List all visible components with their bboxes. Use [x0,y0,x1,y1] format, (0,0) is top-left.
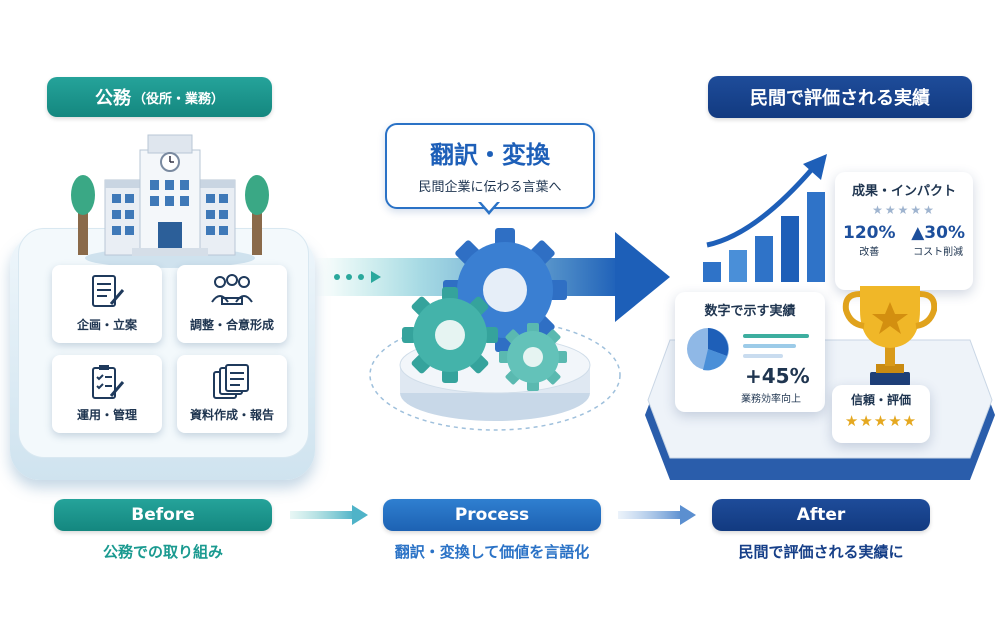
impact-value-improvement: 120% [843,223,896,243]
pie-chart-icon [685,326,731,372]
numbers-bar-lines [743,334,809,358]
before-header-sub: （役所・業務） [133,88,224,107]
document-pen-icon [87,274,127,310]
growth-chart-icon [695,150,835,290]
after-label: After [797,505,846,525]
before-caption: 公務での取り組み [44,541,282,562]
stacked-documents-icon [210,364,254,400]
task-card-reporting: 資料作成・報告 [177,355,287,433]
before-label: Before [131,505,194,525]
trust-stars: ★★★★★ [838,412,924,430]
process-caption: 翻訳・変換して価値を言語化 [365,541,619,562]
task-card-operations: 運用・管理 [52,355,162,433]
task-card-label: 運用・管理 [77,406,137,423]
impact-value-cost: ▲30% [911,223,965,243]
before-header-main: 公務 [95,84,131,110]
government-building-icon [70,130,270,270]
task-card-label: 資料作成・報告 [190,406,274,423]
process-label: Process [455,505,529,525]
before-header-pill: 公務 （役所・業務） [47,77,272,117]
step-arrow-1 [290,505,370,525]
numbers-title: 数字で示す実績 [683,300,817,319]
after-header-pill: 民間で評価される実績 [708,76,972,118]
impact-panel: 成果・インパクト ★★★★★ 120% 改善 ▲30% コスト削減 [835,172,973,290]
trophy-icon [842,280,937,390]
task-card-planning: 企画・立案 [52,265,162,343]
numbers-panel: 数字で示す実績 +45% 業務効率向上 [675,292,825,412]
before-label-pill: Before [54,499,272,531]
numbers-value: +45% [745,364,810,388]
after-header-text: 民間で評価される実績 [750,84,930,110]
bubble-subtitle: 民間企業に伝わる言葉へ [387,176,593,195]
clipboard-checklist-icon [87,364,127,400]
bubble-title: 翻訳・変換 [387,135,593,170]
step-arrow-2 [618,505,698,525]
gears-icon [355,215,635,465]
task-card-label: 調整・合意形成 [190,316,274,333]
numbers-label: 業務効率向上 [741,390,801,405]
impact-label-improvement: 改善 [843,243,896,258]
meeting-people-icon [208,274,256,310]
after-label-pill: After [712,499,930,531]
impact-stars: ★★★★★ [843,203,965,217]
impact-label-cost: コスト削減 [911,243,965,258]
impact-title: 成果・インパクト [843,180,965,199]
after-caption: 民間で評価される実績に [700,541,942,562]
before-section: 公務 （役所・業務） [0,0,330,490]
translation-bubble: 翻訳・変換 民間企業に伝わる言葉へ [385,123,595,209]
bubble-tail [478,202,500,216]
process-label-pill: Process [383,499,601,531]
task-card-coordination: 調整・合意形成 [177,265,287,343]
trust-title: 信頼・評価 [838,391,924,408]
task-card-label: 企画・立案 [77,316,137,333]
trust-panel: 信頼・評価 ★★★★★ [832,385,930,443]
